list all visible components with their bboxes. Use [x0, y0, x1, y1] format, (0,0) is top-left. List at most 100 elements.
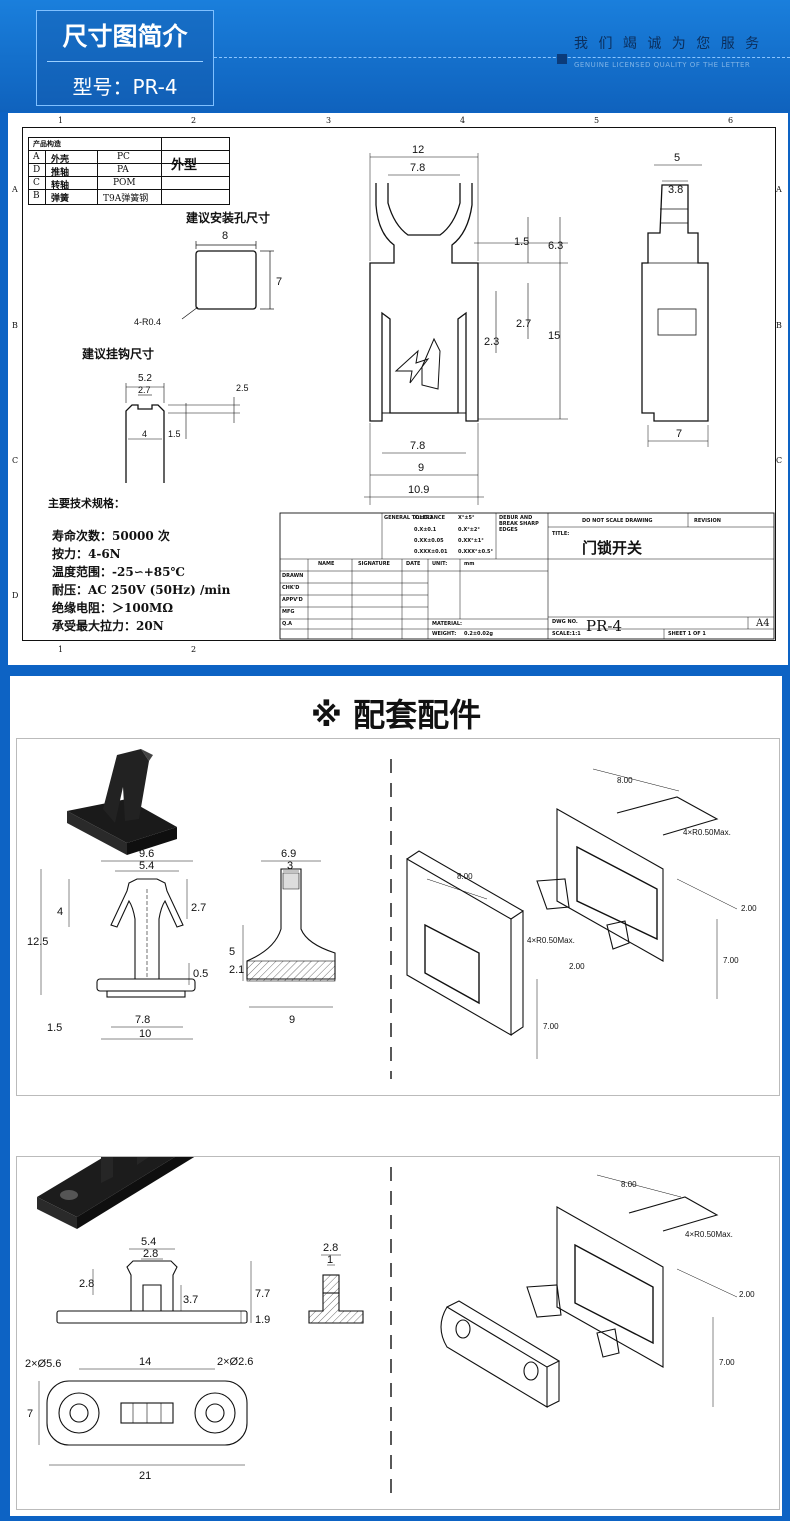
dim-label: 2.8 — [79, 1278, 94, 1290]
dim-label: 7 — [27, 1408, 33, 1420]
accessory-1-drawing: 9.6 5.4 4 2.7 12.5 0.5 1.5 7.8 10 6.9 3 … — [27, 749, 757, 1079]
zone-col-label: 1 — [58, 645, 64, 654]
zone-row-label: C — [776, 456, 783, 465]
title-block — [279, 512, 775, 640]
zone-col-label: 6 — [728, 116, 734, 125]
dim-label: 6.9 — [281, 848, 296, 860]
drawing-title: 门锁开关 — [582, 539, 643, 557]
tolerance-value: X°±5° — [458, 515, 475, 521]
slogan-subtitle: GENUINE LICENSED QUALITY OF THE LETTER — [574, 61, 751, 69]
zone-row-label: B — [776, 321, 782, 330]
table-col-head: UNIT: — [432, 561, 448, 567]
dim-label: 4 — [142, 429, 147, 439]
drawing-frame — [22, 127, 776, 641]
bom-material: PC — [117, 152, 130, 162]
weight-value: 0.2±0.02g — [464, 631, 493, 637]
bom-code: A — [33, 152, 40, 162]
dim-label: 14 — [139, 1356, 151, 1368]
tolerance-value: 0.XXX°±0.5° — [458, 549, 493, 555]
do-not-scale-note: DO NOT SCALE DRAWING — [582, 518, 653, 524]
deburr-note: DEBUR AND BREAK SHARP EDGES — [499, 515, 539, 533]
zone-row-label: B — [12, 321, 18, 330]
dim-label: 2.8 — [143, 1248, 158, 1260]
accessory-2-drawing: 5.4 2.8 2.8 3.7 7.7 1.9 2.8 1 14 2×Ø5.6 … — [25, 1157, 755, 1497]
dim-label: 8.00 — [457, 872, 473, 881]
hook-size-title: 建议挂钩尺寸 — [82, 347, 155, 361]
bom-material: PA — [117, 165, 129, 175]
zone-row-label: A — [12, 185, 18, 194]
dim-label: 1.5 — [168, 429, 181, 439]
dim-label: 7.7 — [255, 1288, 270, 1300]
accessory-2-render — [37, 1157, 195, 1229]
dim-label: 2.00 — [741, 904, 757, 913]
accessory-2-iso-switch — [556, 1206, 664, 1368]
page-title: 尺寸图简介 — [62, 22, 188, 51]
dim-label: 8 — [222, 230, 228, 242]
dim-label: 4 — [57, 906, 63, 918]
dim-label: 5.4 — [139, 860, 154, 872]
drawing-sheet: 1 2 3 4 5 6 1 2 A B C D A B C 产品构造 A 外壳 … — [8, 113, 788, 665]
dim-label: 1.9 — [255, 1314, 270, 1326]
spec-line: 绝缘电阻：＞100MΩ — [52, 601, 174, 615]
accessory-1-iso-switch — [556, 808, 664, 962]
tolerance-value: X.±0.2 — [414, 515, 433, 521]
dim-label: 2.7 — [138, 385, 151, 395]
dim-label: 3 — [287, 860, 293, 872]
dim-label: 15 — [548, 330, 560, 342]
title-divider — [47, 61, 203, 62]
zone-row-label: A — [776, 185, 782, 194]
dim-label: 2.8 — [323, 1242, 338, 1254]
scale-label: SCALE:1:1 — [552, 631, 581, 637]
dim-label: 7.00 — [543, 1022, 559, 1031]
dim-label: 7 — [276, 276, 282, 288]
dim-label: 21 — [139, 1470, 151, 1482]
dim-label: 3.8 — [668, 184, 683, 196]
slogan-square-icon — [557, 54, 567, 64]
tolerance-value: 0.XX±0.05 — [414, 538, 444, 544]
spec-line: 寿命次数：50000 次 — [52, 529, 170, 543]
dim-label: 9 — [289, 1014, 295, 1026]
dim-label: 2.3 — [484, 336, 499, 348]
table-col-head: NAME — [318, 561, 335, 567]
zone-col-label: 2 — [191, 116, 197, 125]
dim-label: 2×Ø5.6 — [25, 1358, 61, 1370]
header-banner: 尺寸图简介 型号：PR-4 我 们 竭 诚 为 您 服 务 GENUINE LI… — [0, 0, 790, 112]
zone-row-label: D — [12, 591, 19, 600]
outline-label: 外型 — [171, 158, 198, 173]
title-box: 尺寸图简介 型号：PR-4 — [36, 10, 214, 106]
sheet-size: A4 — [756, 618, 770, 629]
spec-line: 温度范围：-25∽+85℃ — [52, 565, 185, 579]
dim-label: 7.8 — [410, 162, 425, 174]
table-col-head: mm — [464, 561, 475, 567]
tolerance-value: 0.XX°±1° — [458, 538, 484, 544]
dim-label: 6.3 — [548, 240, 563, 252]
title-field-label: TITLE: — [552, 531, 570, 537]
bom-part: 外壳 — [51, 155, 70, 165]
dim-label: 8.00 — [621, 1180, 637, 1189]
mount-hole-title: 建议安装孔尺寸 — [186, 211, 271, 225]
dim-label: 12 — [412, 144, 424, 156]
dim-label: 2×Ø2.6 — [217, 1356, 253, 1368]
dim-label: 4-R0.4 — [134, 317, 161, 327]
dim-label: 8.00 — [617, 776, 633, 785]
model-label: 型号：PR-4 — [72, 75, 178, 99]
bom-code: C — [33, 178, 40, 188]
zone-row-label: C — [12, 456, 19, 465]
table-col-head: DATE — [406, 561, 421, 567]
accessory-part-1: 9.6 5.4 4 2.7 12.5 0.5 1.5 7.8 10 6.9 3 … — [16, 738, 780, 1096]
dim-label: 5 — [674, 152, 680, 164]
spec-title: 主要技术规格： — [48, 497, 125, 510]
accessory-2-front — [56, 1310, 248, 1324]
drawing-number: PR-4 — [586, 617, 622, 635]
zone-col-label: 3 — [326, 116, 332, 125]
dim-label: 7.00 — [723, 956, 739, 965]
dim-label: 4×R0.50Max. — [683, 828, 731, 837]
zone-col-label: 5 — [594, 116, 600, 125]
spec-line: 按力：4-6N — [52, 547, 121, 561]
tolerance-value: 0.X±0.1 — [414, 527, 437, 533]
dim-label: 9 — [418, 462, 424, 474]
dim-label: 2.1 — [229, 964, 244, 976]
table-row-head: CHK'D — [282, 585, 300, 591]
dim-label: 5.2 — [138, 373, 152, 384]
accessory-2-plan — [46, 1380, 248, 1446]
